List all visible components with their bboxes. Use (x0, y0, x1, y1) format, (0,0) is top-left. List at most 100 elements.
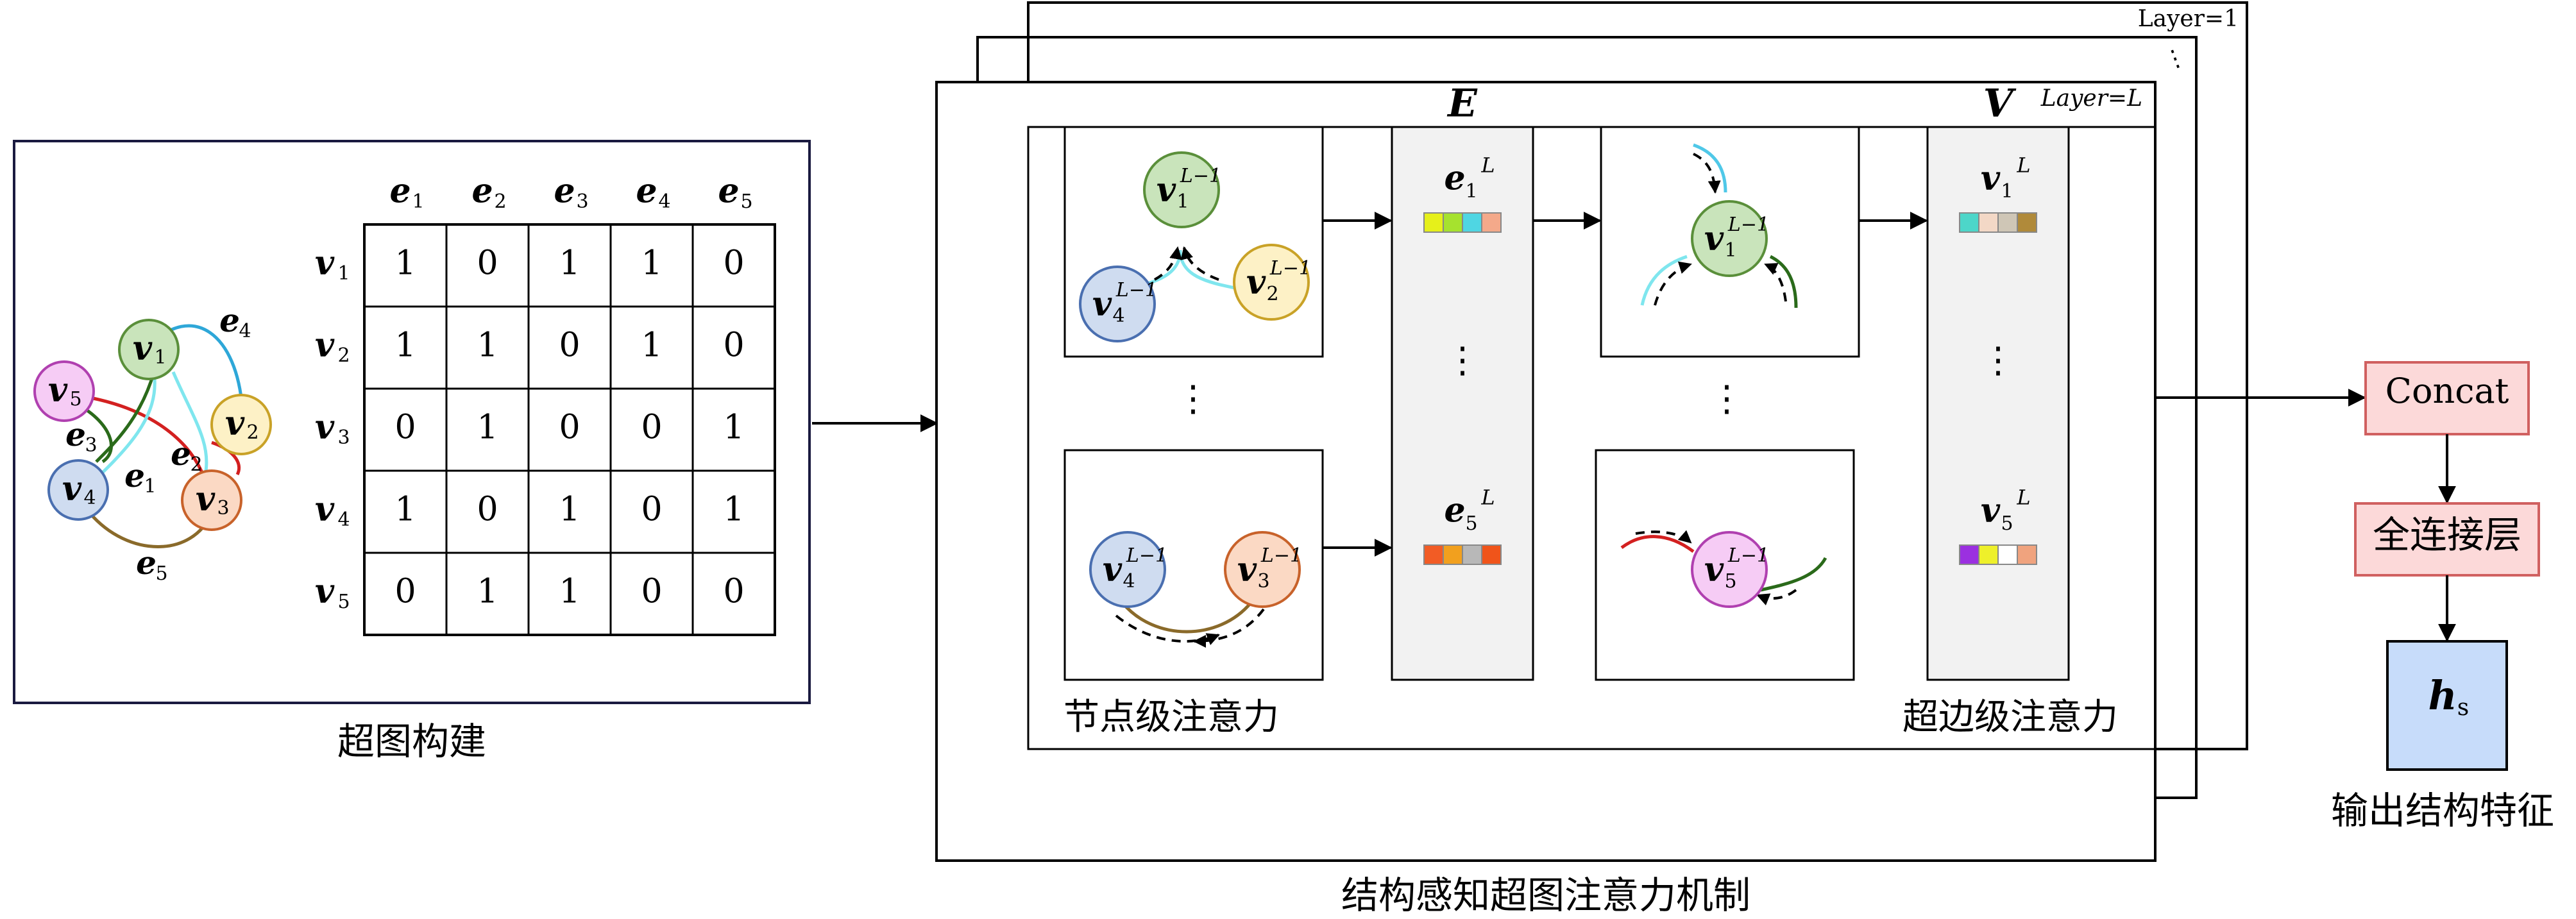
V-item-1-sub: 1 (2001, 180, 2013, 203)
matrix-cell: 0 (723, 244, 744, 283)
node-sub: 5 (69, 388, 81, 410)
V-item-5-feature-cell (2017, 544, 2037, 565)
attention-node-letter: v (1092, 285, 1112, 324)
layer-L-inner (1027, 126, 2157, 750)
E-item-1-feature-cell (1481, 212, 1502, 233)
matrix-cell: 1 (394, 244, 416, 283)
matrix-cell: 0 (723, 573, 744, 611)
hyperedge-label-letter: e (136, 544, 157, 582)
matrix-row-header-sub: 3 (337, 426, 350, 449)
matrix-col-header-sub: 3 (576, 190, 588, 213)
matrix-cell: 0 (394, 573, 416, 611)
hyperedge-label-letter: e (171, 435, 191, 473)
attention-flow-arrow (1693, 153, 1721, 194)
layer-first-label: Layer=1 (2138, 6, 2239, 32)
matrix-col-header: e (389, 172, 411, 211)
attention-node-sup: L−1 (1260, 544, 1302, 567)
node-letter: v (62, 469, 82, 509)
node-v1 (118, 319, 180, 380)
matrix-cell: 1 (477, 409, 498, 447)
edge-level-vdots: ⋮ (1709, 378, 1745, 420)
E-item-5-sub: 5 (1465, 512, 1477, 535)
attention-node-sub: 1 (1176, 190, 1189, 213)
output-feature-letter: h (2428, 672, 2457, 719)
attention-node-v1 (1691, 200, 1768, 277)
attention-node-sup: L−1 (1727, 544, 1769, 567)
matrix-row-header: v (315, 572, 335, 611)
matrix-col-header-sub: 2 (494, 190, 506, 213)
attention-node-sup: L−1 (1115, 279, 1157, 301)
node-sub: 4 (83, 487, 96, 509)
matrix-cell: 1 (723, 491, 744, 529)
E-vdots: ⋮ (1445, 340, 1480, 382)
attention-node-v5 (1691, 531, 1768, 608)
output-caption: 输出结构特征 (2331, 789, 2554, 832)
attention-edge-curve (1620, 535, 1695, 553)
matrix-col-header-sub: 1 (412, 190, 424, 213)
hyperedge-label-letter: e (219, 301, 240, 339)
attention-node-sub: 4 (1123, 570, 1135, 593)
attention-node-letter: v (1246, 263, 1266, 302)
hyperedge-label-sub: 2 (190, 453, 202, 476)
matrix-cell: 1 (723, 409, 744, 447)
attention-node-sup: L−1 (1126, 544, 1167, 567)
V-item-5-feature-cell (1997, 544, 2018, 565)
matrix-row-header-sub: 4 (337, 509, 350, 531)
V-item-1-feature-cell (1978, 212, 1999, 233)
attention-node-letter: v (1704, 219, 1724, 258)
V-vdots: ⋮ (1980, 340, 2016, 382)
matrix-cell: 0 (477, 491, 498, 529)
attention-node-letter: v (1103, 550, 1123, 589)
concat-box (2364, 361, 2530, 435)
E-label: E (1446, 81, 1478, 126)
attention-edge-curve (1760, 557, 1827, 592)
matrix-col-header-sub: 4 (658, 190, 670, 213)
E-item-1-letter: e (1444, 159, 1465, 198)
hypergraph-frame (13, 140, 811, 704)
matrix-col-header: e (636, 172, 657, 211)
layer-last-label: Layer=L (2040, 85, 2142, 112)
hyperedge-label-letter: e (124, 457, 145, 494)
node-letter: v (48, 371, 68, 410)
V-item-1-sup: L (2016, 153, 2030, 178)
V-item-5-feature-cell (1959, 544, 1979, 565)
output-feature-box (2386, 640, 2508, 771)
E-item-5-letter: e (1444, 491, 1465, 530)
matrix-col-header: e (718, 172, 739, 211)
matrix-cell: 1 (641, 326, 662, 365)
attention-flow-arrow (1115, 614, 1220, 645)
node-sub: 3 (217, 497, 229, 519)
E-item-1-feature-cell (1443, 212, 1463, 233)
matrix-row-header: v (315, 408, 335, 447)
V-item-1-feature-cell (1959, 212, 1979, 233)
attention-node-v1 (1143, 151, 1220, 228)
node-v3 (181, 469, 242, 531)
matrix-cell: 0 (394, 409, 416, 447)
E-item-1-feature-cell (1423, 212, 1444, 233)
matrix-cell: 0 (559, 326, 580, 365)
E-item-5-sup: L (1480, 485, 1495, 510)
attention-node-v3 (1224, 531, 1301, 608)
E-item-5-feature-cell (1462, 544, 1482, 565)
matrix-frame (363, 223, 776, 636)
matrix-col-header: e (554, 172, 575, 211)
E-item-5-feature-cell (1423, 544, 1444, 565)
node-level-caption: 节点级注意力 (1063, 696, 1279, 738)
matrix-cell: 0 (477, 244, 498, 283)
V-label: V (1983, 81, 2017, 126)
attention-node-sup: L−1 (1727, 214, 1769, 236)
node-sub: 1 (154, 346, 166, 369)
hyperedge-label-sub: 4 (239, 320, 251, 342)
node-v4 (47, 459, 109, 521)
matrix-cell: 1 (394, 491, 416, 529)
matrix-col-header: e (471, 172, 493, 211)
matrix-cell: 1 (559, 244, 580, 283)
matrix-cell: 1 (394, 326, 416, 365)
attention-node-sub: 5 (1724, 570, 1736, 593)
attention-flow-arrow (1764, 263, 1787, 302)
